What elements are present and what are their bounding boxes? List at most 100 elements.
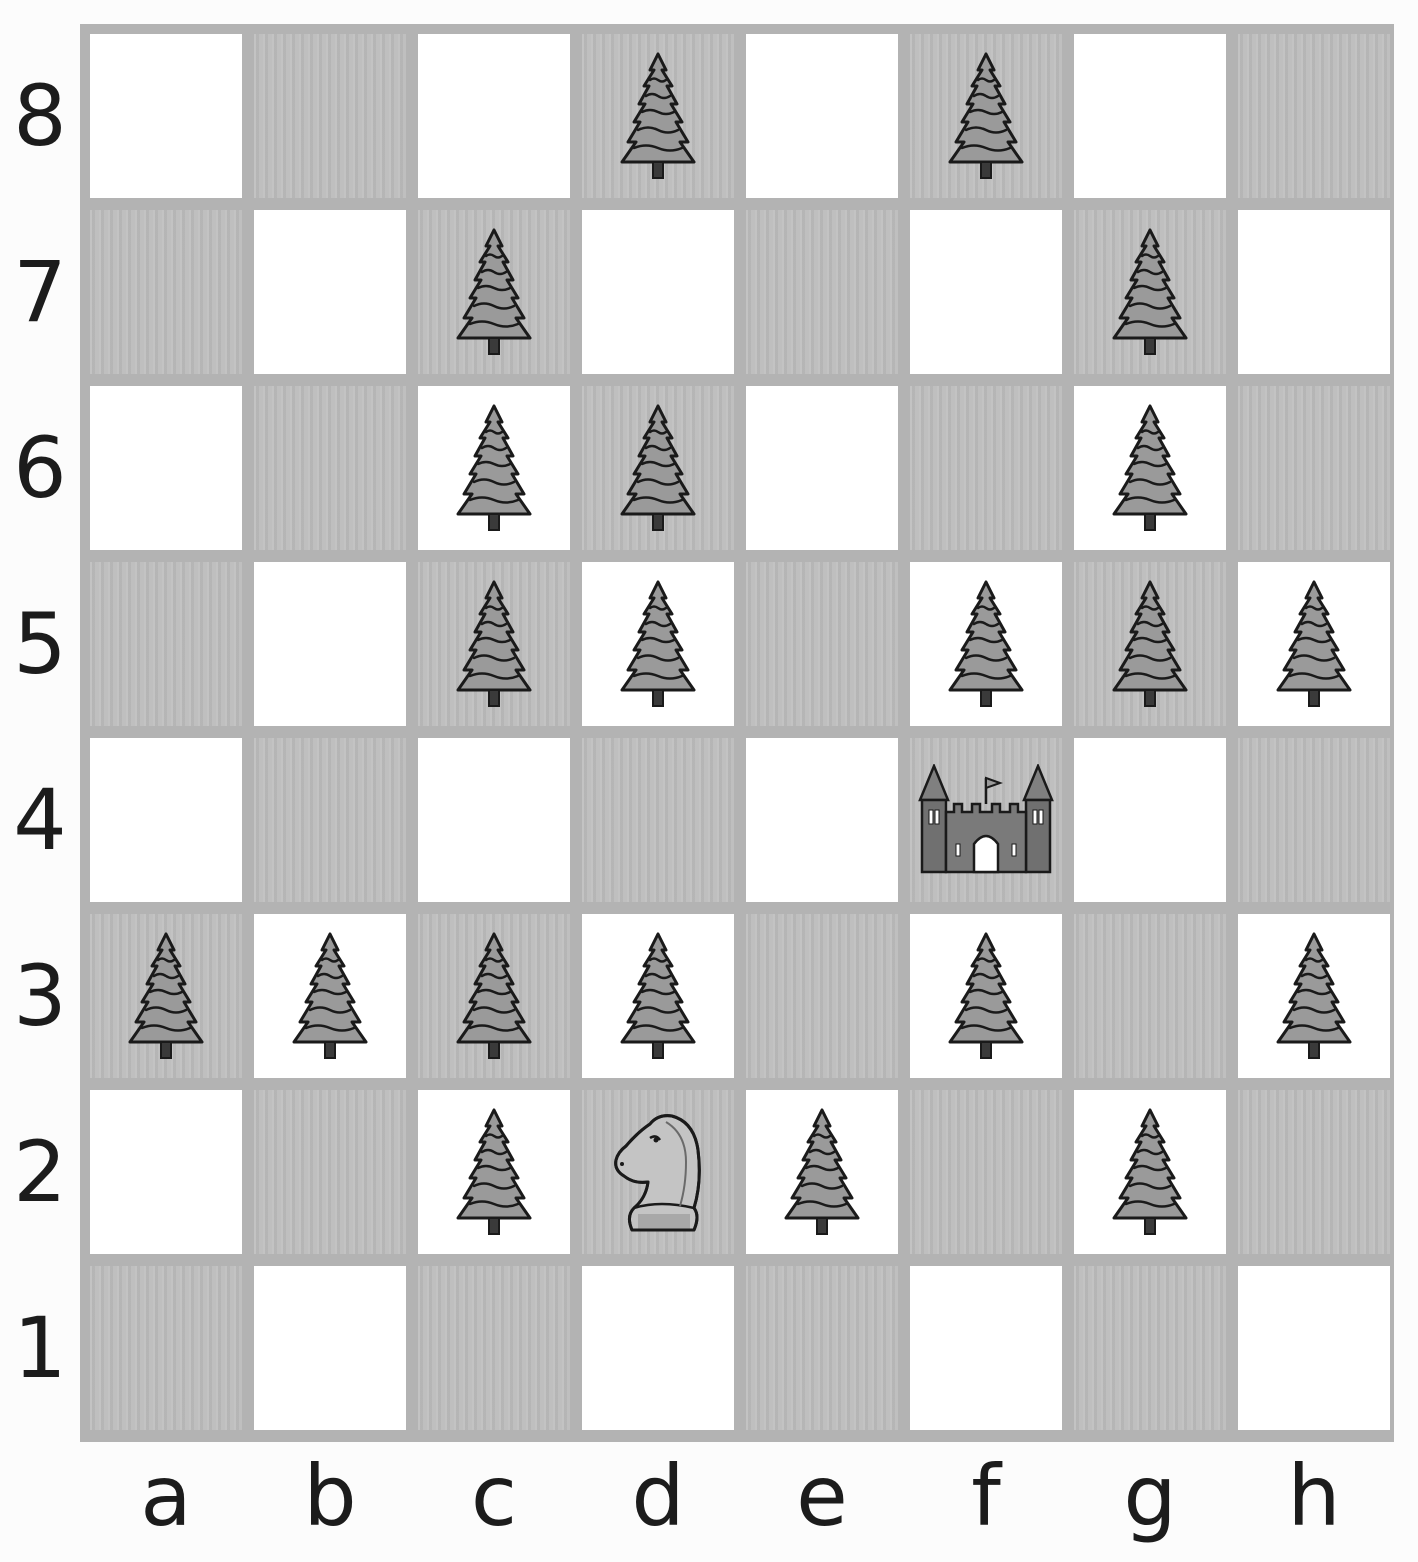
square-a6[interactable] — [90, 386, 242, 550]
tree-icon[interactable] — [418, 1090, 570, 1254]
square-f1[interactable] — [910, 1266, 1062, 1430]
square-h6[interactable] — [1238, 386, 1390, 550]
tree-icon[interactable] — [1238, 914, 1390, 1078]
square-c8[interactable] — [418, 34, 570, 198]
file-label-b: b — [254, 1446, 406, 1546]
file-label-g: g — [1074, 1446, 1226, 1546]
square-b2[interactable] — [254, 1090, 406, 1254]
tree-icon[interactable] — [582, 386, 734, 550]
tree-icon[interactable] — [910, 914, 1062, 1078]
square-e3[interactable] — [746, 914, 898, 1078]
square-g6[interactable] — [1074, 386, 1226, 550]
file-label-f: f — [910, 1446, 1062, 1546]
tree-icon[interactable] — [910, 34, 1062, 198]
square-b5[interactable] — [254, 562, 406, 726]
square-d7[interactable] — [582, 210, 734, 374]
tree-icon[interactable] — [90, 914, 242, 1078]
square-e8[interactable] — [746, 34, 898, 198]
square-a2[interactable] — [90, 1090, 242, 1254]
square-f7[interactable] — [910, 210, 1062, 374]
rank-label-2: 2 — [0, 1090, 80, 1254]
tree-icon[interactable] — [582, 34, 734, 198]
square-d4[interactable] — [582, 738, 734, 902]
tree-icon[interactable] — [254, 914, 406, 1078]
square-c4[interactable] — [418, 738, 570, 902]
tree-icon[interactable] — [418, 210, 570, 374]
square-h8[interactable] — [1238, 34, 1390, 198]
square-g4[interactable] — [1074, 738, 1226, 902]
square-f6[interactable] — [910, 386, 1062, 550]
square-e5[interactable] — [746, 562, 898, 726]
square-e7[interactable] — [746, 210, 898, 374]
square-c3[interactable] — [418, 914, 570, 1078]
square-e4[interactable] — [746, 738, 898, 902]
rank-label-8: 8 — [0, 34, 80, 198]
square-h3[interactable] — [1238, 914, 1390, 1078]
file-label-a: a — [90, 1446, 242, 1546]
square-f5[interactable] — [910, 562, 1062, 726]
square-b8[interactable] — [254, 34, 406, 198]
square-b4[interactable] — [254, 738, 406, 902]
knight-icon[interactable] — [582, 1090, 734, 1254]
square-a5[interactable] — [90, 562, 242, 726]
square-a4[interactable] — [90, 738, 242, 902]
rank-label-3: 3 — [0, 914, 80, 1078]
square-g2[interactable] — [1074, 1090, 1226, 1254]
tree-icon[interactable] — [1074, 562, 1226, 726]
tree-icon[interactable] — [418, 914, 570, 1078]
square-f4[interactable] — [910, 738, 1062, 902]
tree-icon[interactable] — [418, 562, 570, 726]
square-b7[interactable] — [254, 210, 406, 374]
tree-icon[interactable] — [1238, 562, 1390, 726]
square-a3[interactable] — [90, 914, 242, 1078]
square-c7[interactable] — [418, 210, 570, 374]
castle-icon[interactable] — [910, 738, 1062, 902]
square-h1[interactable] — [1238, 1266, 1390, 1430]
file-label-d: d — [582, 1446, 734, 1546]
square-g7[interactable] — [1074, 210, 1226, 374]
square-h7[interactable] — [1238, 210, 1390, 374]
square-d3[interactable] — [582, 914, 734, 1078]
tree-icon[interactable] — [1074, 386, 1226, 550]
square-c6[interactable] — [418, 386, 570, 550]
square-g8[interactable] — [1074, 34, 1226, 198]
tree-icon[interactable] — [910, 562, 1062, 726]
square-d6[interactable] — [582, 386, 734, 550]
file-label-e: e — [746, 1446, 898, 1546]
rank-label-7: 7 — [0, 210, 80, 374]
square-d1[interactable] — [582, 1266, 734, 1430]
square-g5[interactable] — [1074, 562, 1226, 726]
square-a8[interactable] — [90, 34, 242, 198]
tree-icon[interactable] — [582, 914, 734, 1078]
rank-label-1: 1 — [0, 1266, 80, 1430]
square-d8[interactable] — [582, 34, 734, 198]
square-b1[interactable] — [254, 1266, 406, 1430]
square-f8[interactable] — [910, 34, 1062, 198]
square-b3[interactable] — [254, 914, 406, 1078]
tree-icon[interactable] — [418, 386, 570, 550]
square-h5[interactable] — [1238, 562, 1390, 726]
square-d5[interactable] — [582, 562, 734, 726]
square-g1[interactable] — [1074, 1266, 1226, 1430]
square-h2[interactable] — [1238, 1090, 1390, 1254]
square-c5[interactable] — [418, 562, 570, 726]
tree-icon[interactable] — [1074, 1090, 1226, 1254]
square-f2[interactable] — [910, 1090, 1062, 1254]
square-b6[interactable] — [254, 386, 406, 550]
square-e1[interactable] — [746, 1266, 898, 1430]
square-e2[interactable] — [746, 1090, 898, 1254]
square-g3[interactable] — [1074, 914, 1226, 1078]
square-a1[interactable] — [90, 1266, 242, 1430]
square-c1[interactable] — [418, 1266, 570, 1430]
square-c2[interactable] — [418, 1090, 570, 1254]
tree-icon[interactable] — [582, 562, 734, 726]
square-d2[interactable] — [582, 1090, 734, 1254]
rank-label-5: 5 — [0, 562, 80, 726]
tree-icon[interactable] — [1074, 210, 1226, 374]
tree-icon[interactable] — [746, 1090, 898, 1254]
square-a7[interactable] — [90, 210, 242, 374]
square-h4[interactable] — [1238, 738, 1390, 902]
square-e6[interactable] — [746, 386, 898, 550]
square-f3[interactable] — [910, 914, 1062, 1078]
